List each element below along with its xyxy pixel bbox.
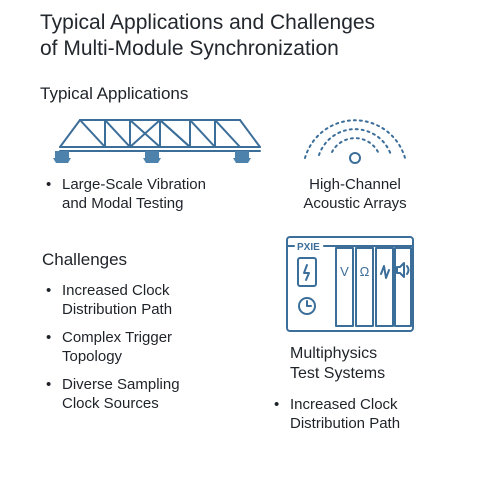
vibration-line-2: and Modal Testing	[62, 195, 184, 212]
multiphysics-line-1: Multiphysics	[290, 345, 378, 362]
module-slot	[335, 247, 354, 327]
module-slot	[375, 247, 394, 327]
page-title: Typical Applications and Challenges of M…	[40, 10, 460, 62]
multiphysics-label: Multiphysics Test Systems	[290, 344, 385, 384]
bridge-truss	[59, 119, 261, 152]
multiphysics-bullet-line-1: Increased Clock	[290, 396, 398, 413]
challenge-item: • Increased Clock Distribution Path	[46, 281, 173, 319]
signal-wave-icon	[380, 265, 390, 279]
challenge-item: • Complex Trigger Topology	[46, 328, 173, 366]
multiphysics-line-2: Test Systems	[290, 365, 386, 382]
challenge-line-1: Complex Trigger	[62, 329, 173, 346]
bullet-dot: •	[46, 176, 52, 193]
acoustic-line-1: High-Channel	[309, 176, 401, 193]
challenge-line-1: Increased Clock	[62, 282, 170, 299]
challenges-heading: Challenges	[42, 250, 128, 269]
module-slot	[394, 247, 412, 327]
challenge-line-1: Diverse Sampling	[62, 376, 180, 393]
clock-icon	[298, 297, 316, 315]
multiphysics-bullet: • Increased Clock Distribution Path	[274, 395, 401, 433]
module-slot	[355, 247, 374, 327]
bullet-dot: •	[46, 329, 52, 346]
applications-heading: Typical Applications	[40, 84, 189, 103]
title-line-2: of Multi-Module Synchronization	[40, 37, 339, 60]
bridge-supports	[53, 151, 251, 163]
bullet-dot: •	[46, 376, 52, 393]
resistance-icon: Ω	[360, 264, 370, 279]
bullet-dot: •	[46, 282, 52, 299]
acoustic-line-2: Acoustic Arrays	[303, 195, 407, 212]
challenge-line-2: Topology	[62, 348, 123, 365]
pxie-chassis-icon: PXIE V Ω	[286, 236, 414, 332]
vibration-line-1: Large-Scale Vibration	[62, 176, 206, 193]
power-icon	[303, 264, 310, 281]
title-line-1: Typical Applications and Challenges	[40, 11, 376, 34]
acoustic-arrays-label: High-Channel Acoustic Arrays	[285, 175, 425, 213]
speaker-icon	[396, 262, 405, 278]
bullet-dot: •	[274, 396, 280, 413]
challenge-line-2: Clock Sources	[62, 395, 159, 412]
controller-display	[297, 257, 317, 287]
acoustic-waves-icon	[304, 119, 406, 164]
challenge-line-2: Distribution Path	[62, 301, 173, 318]
voltage-icon: V	[340, 264, 349, 279]
multiphysics-bullet-line-2: Distribution Path	[290, 415, 401, 432]
challenge-item: • Diverse Sampling Clock Sources	[46, 375, 180, 413]
vibration-testing-bullet: • Large-Scale Vibration and Modal Testin…	[46, 175, 206, 213]
truss-bridge-icon	[53, 119, 261, 163]
chassis-label: PXIE	[297, 242, 320, 253]
